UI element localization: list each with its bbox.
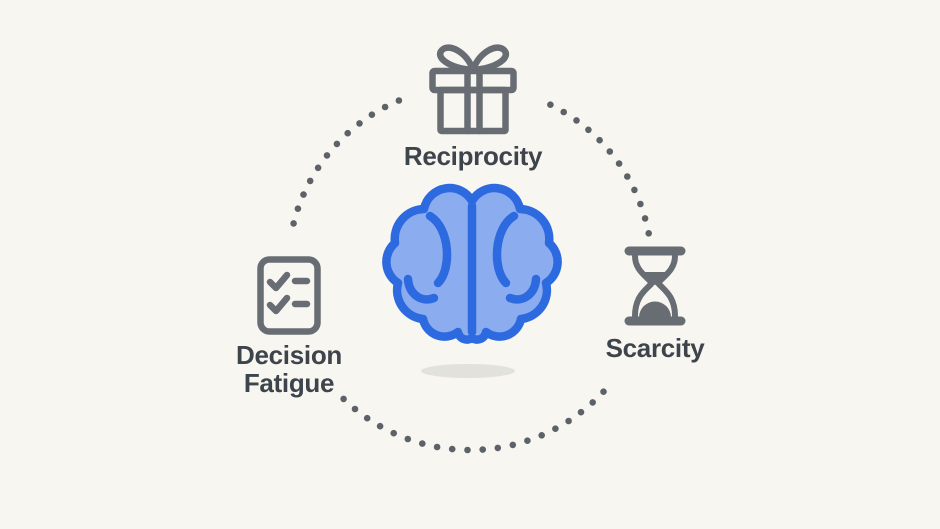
hourglass-icon <box>624 246 686 326</box>
circle-dot <box>637 200 644 208</box>
circle-dot <box>368 111 376 118</box>
circle-dot <box>596 136 603 144</box>
gift-icon <box>429 44 517 135</box>
circle-dot <box>395 97 403 104</box>
circle-dot <box>333 140 341 148</box>
circle-dot <box>294 205 302 212</box>
circle-dot <box>433 443 441 451</box>
circle-dot <box>631 186 638 194</box>
node-label-reciprocity: Reciprocity <box>403 141 543 171</box>
circle-dot <box>404 435 412 443</box>
circle-dot <box>589 399 596 406</box>
circle-dot <box>419 440 426 447</box>
circle-dot <box>344 129 352 137</box>
circle-dot <box>509 441 517 449</box>
circle-dot <box>290 220 297 227</box>
circle-dot <box>577 408 585 416</box>
brain-sulcus-right-lower <box>505 274 541 304</box>
circle-dot <box>524 437 531 445</box>
node-scarcity: Scarcity <box>555 244 755 362</box>
circle-dot <box>606 148 614 155</box>
node-label-decision-fatigue: Decision Fatigue <box>236 340 342 398</box>
circle-dot <box>479 446 487 453</box>
circle-dot <box>323 152 331 159</box>
checklist-icon <box>257 256 321 335</box>
circle-dot <box>448 445 456 453</box>
circle-dot <box>300 191 307 198</box>
circle-dot <box>314 164 322 172</box>
node-label-scarcity: Scarcity <box>605 333 705 363</box>
circle-dot <box>306 177 314 185</box>
node-decision-fatigue: Decision Fatigue <box>189 256 389 397</box>
circle-dot <box>585 126 592 134</box>
circle-dot <box>464 446 471 454</box>
circle-dot <box>390 429 398 437</box>
circle-dot <box>565 417 572 425</box>
circle-dot <box>351 405 359 413</box>
circle-dot <box>538 432 545 439</box>
circle-dot <box>356 120 363 127</box>
brain-icon <box>382 183 562 344</box>
circle-dot <box>624 173 631 180</box>
circle-dot <box>376 422 384 430</box>
circle-dot <box>573 117 580 124</box>
circle-dot <box>494 444 502 452</box>
brain-sulcus-right-upper <box>492 211 519 288</box>
circle-dot <box>547 101 554 108</box>
brain-sulcus-left-upper <box>425 211 452 288</box>
circle-dot <box>615 160 623 167</box>
circle-dot <box>381 103 389 111</box>
circle-dot <box>340 395 347 403</box>
circle-dot <box>641 215 649 222</box>
circle-dot <box>645 230 652 237</box>
brain-shadow <box>421 364 515 378</box>
circle-dot <box>600 388 607 396</box>
circle-dot <box>363 414 371 422</box>
brain-sulcus-left-lower <box>403 274 439 304</box>
circle-dot <box>560 108 567 116</box>
node-reciprocity: Reciprocity <box>348 42 598 170</box>
circle-dot <box>552 425 559 433</box>
